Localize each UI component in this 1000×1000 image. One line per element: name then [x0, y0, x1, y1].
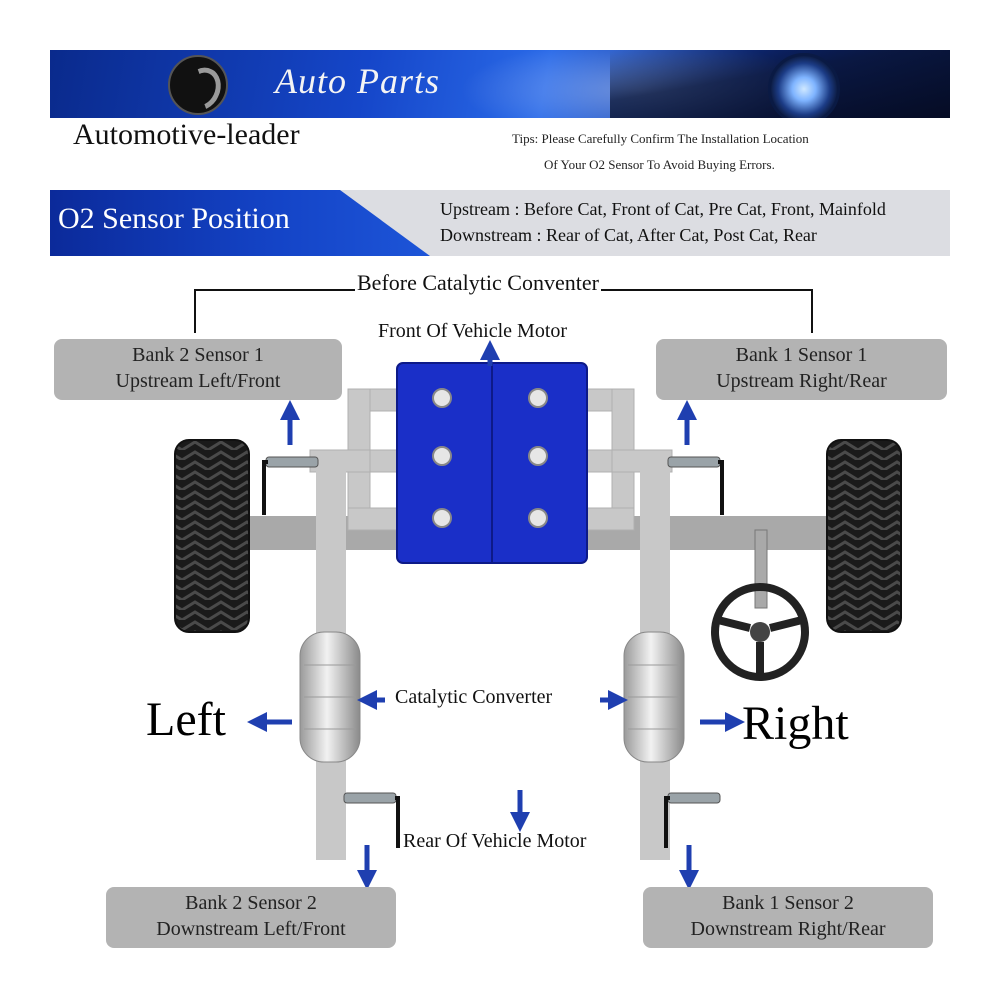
catalytic-converter-label: Catalytic Converter — [395, 686, 553, 708]
steering-column — [754, 529, 768, 609]
front-of-vehicle-label: Front Of Vehicle Motor — [378, 320, 568, 342]
bank2-sensor1-box: Bank 2 Sensor 1 Upstream Left/Front — [54, 339, 342, 400]
downstream-definition: Downstream : Rear of Cat, After Cat, Pos… — [440, 225, 817, 245]
steering-wheel-icon — [711, 583, 809, 681]
sensor-name: Bank 1 Sensor 1 — [735, 344, 868, 366]
sensor-name: Bank 2 Sensor 1 — [132, 344, 264, 366]
sensor-desc: Upstream Left/Front — [115, 370, 281, 392]
sensor-desc: Downstream Left/Front — [156, 918, 346, 940]
right-tire — [826, 439, 902, 633]
left-tire — [174, 439, 250, 633]
bank1-sensor2-box: Bank 1 Sensor 2 Downstream Right/Rear — [643, 887, 933, 948]
tip-line-2: Of Your O2 Sensor To Avoid Buying Errors… — [544, 157, 775, 172]
bank1-sensor1-box: Bank 1 Sensor 1 Upstream Right/Rear — [656, 339, 947, 400]
sensor-desc: Upstream Right/Rear — [716, 370, 887, 392]
company-name: Automotive-leader — [73, 118, 300, 151]
upstream-definition: Upstream : Before Cat, Front of Cat, Pre… — [440, 199, 886, 219]
logo-icon — [168, 55, 228, 115]
before-cat-label: Before Catalytic Conventer — [355, 270, 601, 296]
sensor-name: Bank 1 Sensor 2 — [722, 892, 854, 914]
position-title: O2 Sensor Position — [58, 202, 290, 235]
o2-sensor-icons — [265, 456, 721, 804]
sensor-name: Bank 2 Sensor 2 — [185, 892, 317, 914]
header-banner: Auto Parts — [50, 50, 950, 118]
left-label: Left — [146, 693, 226, 746]
banner-title: Auto Parts — [275, 61, 441, 101]
bank2-sensor2-box: Bank 2 Sensor 2 Downstream Left/Front — [106, 887, 396, 948]
rear-of-vehicle-label: Rear Of Vehicle Motor — [403, 830, 587, 852]
engine-bolts — [432, 388, 548, 528]
tip-line-1: Tips: Please Carefully Confirm The Insta… — [512, 131, 809, 146]
sensor-desc: Downstream Right/Rear — [690, 918, 886, 940]
right-label: Right — [742, 697, 849, 750]
car-wheel-icon — [768, 53, 840, 118]
